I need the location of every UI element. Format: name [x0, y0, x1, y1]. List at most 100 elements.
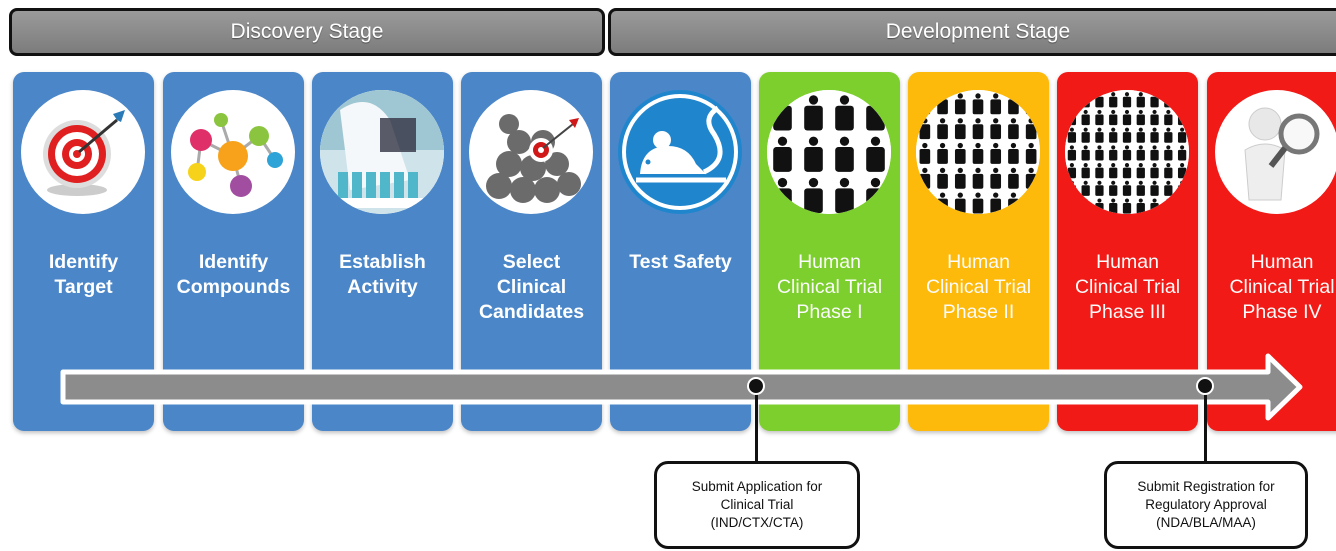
target-icon — [21, 90, 145, 214]
person-silhouette — [773, 95, 792, 131]
people-few-icon — [767, 90, 891, 214]
person-silhouette — [1109, 180, 1118, 196]
person-silhouette — [1109, 127, 1118, 143]
card-label: Select Clinical Candidates — [478, 251, 585, 323]
people-more-icon — [916, 90, 1040, 214]
person-silhouette — [1164, 92, 1173, 108]
card-label: Identify Compounds — [176, 251, 291, 298]
person-silhouette — [954, 93, 966, 115]
development-stage-header: Development Stage — [608, 8, 1336, 56]
person-silhouette — [1095, 109, 1104, 126]
person-silhouette — [866, 95, 885, 131]
person-silhouette — [1025, 93, 1037, 115]
person-silhouette — [1067, 109, 1077, 126]
person-silhouette — [1067, 198, 1077, 214]
person-silhouette — [990, 142, 1002, 164]
card-test-safety: Test Safety — [610, 72, 751, 431]
person-silhouette — [1122, 109, 1132, 126]
milestone-connector — [755, 387, 758, 463]
person-silhouette — [1067, 163, 1077, 179]
person-silhouette — [972, 118, 984, 140]
person-silhouette — [937, 118, 948, 140]
person-silhouette — [954, 192, 966, 214]
milestone-clinical-trial-application: Submit Application for Clinical Trial (I… — [654, 461, 860, 549]
person-silhouette — [954, 142, 966, 164]
person-silhouette — [1081, 180, 1090, 196]
person-silhouette — [1136, 145, 1145, 161]
people-many-icon — [1065, 90, 1189, 214]
person-silhouette — [1081, 92, 1090, 108]
person-silhouette — [1150, 127, 1159, 143]
person-silhouette — [1008, 118, 1019, 140]
person-silhouette — [954, 167, 966, 189]
person-silhouette — [1109, 163, 1118, 179]
card-phase-3: Human Clinical Trial Phase III — [1057, 72, 1198, 431]
person-silhouette — [1008, 167, 1019, 189]
person-silhouette — [835, 177, 854, 214]
card-identify-compounds: Identify Compounds — [163, 72, 304, 431]
person-silhouette — [1109, 109, 1118, 126]
card-phase-2: Human Clinical Trial Phase II — [908, 72, 1049, 431]
milestone-regulatory-registration: Submit Registration for Regulatory Appro… — [1104, 461, 1308, 549]
person-silhouette — [972, 142, 984, 164]
person-silhouette — [1177, 198, 1187, 214]
person-silhouette — [1136, 109, 1145, 126]
person-silhouette — [1164, 180, 1173, 196]
person-silhouette — [1095, 180, 1104, 196]
card-label: Test Safety — [629, 251, 732, 273]
person-silhouette — [1136, 180, 1145, 196]
person-silhouette — [1150, 163, 1159, 179]
person-silhouette — [1150, 145, 1159, 161]
person-silhouette — [1109, 92, 1118, 108]
person-silhouette — [990, 118, 1002, 140]
person-silhouette — [1164, 163, 1173, 179]
person-silhouette — [937, 93, 948, 115]
person-silhouette — [1067, 145, 1077, 161]
person-silhouette — [1122, 180, 1132, 196]
person-silhouette — [1177, 127, 1187, 143]
card-label: Identify Target — [48, 251, 119, 298]
person-silhouette — [773, 136, 792, 172]
person-silhouette — [1150, 109, 1159, 126]
person-silhouette — [866, 136, 885, 172]
person-silhouette — [804, 136, 823, 172]
person-silhouette — [1177, 92, 1187, 108]
person-silhouette — [1164, 109, 1173, 126]
person-silhouette — [972, 192, 984, 214]
person-silhouette — [835, 136, 854, 172]
person-silhouette — [1122, 163, 1132, 179]
person-silhouette — [1164, 127, 1173, 143]
person-silhouette — [1109, 198, 1118, 214]
person-silhouette — [1150, 180, 1159, 196]
card-establish-activity: Establish Activity — [312, 72, 453, 431]
person-silhouette — [972, 93, 984, 115]
person-silhouette — [1025, 192, 1037, 214]
card-label: Human Clinical Trial Phase II — [925, 251, 1032, 323]
card-phase-1: Human Clinical Trial Phase I — [759, 72, 900, 431]
person-silhouette — [1177, 163, 1187, 179]
person-silhouette — [1136, 198, 1145, 214]
person-silhouette — [990, 192, 1002, 214]
person-silhouette — [937, 142, 948, 164]
card-label: Establish Activity — [339, 251, 426, 298]
lab-icon — [320, 90, 444, 214]
person-silhouette — [1081, 145, 1090, 161]
person-silhouette — [1008, 142, 1019, 164]
card-select-candidates: Select Clinical Candidates — [461, 72, 602, 431]
person-silhouette — [804, 95, 823, 131]
person-silhouette — [1136, 163, 1145, 179]
discovery-stage-header: Discovery Stage — [9, 8, 605, 56]
person-silhouette — [1122, 127, 1132, 143]
person-silhouette — [1164, 198, 1173, 214]
person-silhouette — [972, 167, 984, 189]
person-silhouette — [1136, 92, 1145, 108]
person-silhouette — [1095, 127, 1104, 143]
person-silhouette — [990, 167, 1002, 189]
person-silhouette — [990, 93, 1002, 115]
person-silhouette — [1177, 145, 1187, 161]
molecule-icon — [171, 90, 295, 214]
person-silhouette — [1164, 145, 1173, 161]
person-silhouette — [937, 167, 948, 189]
person-silhouette — [1067, 127, 1077, 143]
person-silhouette — [1095, 145, 1104, 161]
